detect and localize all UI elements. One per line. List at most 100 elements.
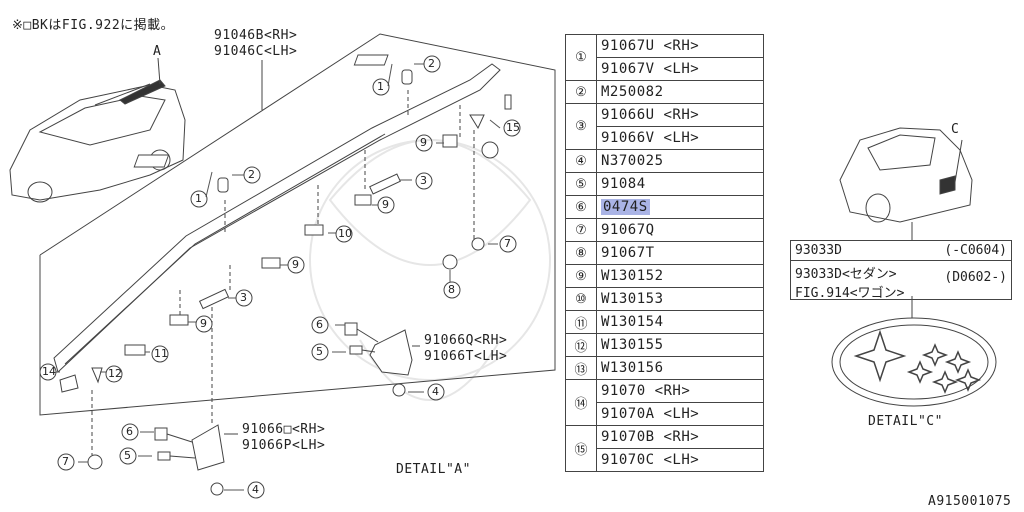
- part-ref-number: ④: [565, 149, 597, 173]
- part-number: W130155: [601, 337, 664, 353]
- bracket-lower-lh: 91066P<LH>: [242, 438, 326, 453]
- part-ref-number: ③: [565, 103, 597, 150]
- part-number-cell: W130153: [596, 287, 764, 311]
- code-row-2: 93033D<セダン> FIG.914<ワゴン> (D0602-): [791, 261, 1011, 301]
- fig-note: ※□BKはFIG.922に掲載。: [12, 18, 175, 33]
- part-number: 91070B <RH>: [601, 429, 700, 445]
- part-ref-number: ⑪: [565, 310, 597, 334]
- callout-a-label: A: [153, 44, 162, 59]
- part-number-cell: W130156: [596, 356, 764, 380]
- car-wagon-icon: [9, 79, 186, 203]
- rail-label-rh: 91046B<RH>: [214, 28, 298, 43]
- part-ref-number: ⑮: [565, 425, 597, 472]
- part-number: 0474S: [601, 199, 650, 215]
- part-number: 91066U <RH>: [601, 107, 700, 123]
- bracket-lower-rh: 91066□<RH>: [242, 422, 326, 437]
- bracket-upper-lh: 91066T<LH>: [424, 349, 508, 364]
- callout-circles: [39, 55, 521, 499]
- bracket-upper-rh: 91066Q<RH>: [424, 333, 508, 348]
- part-ref-number: ⑧: [565, 241, 597, 265]
- part-ref-number: ①: [565, 34, 597, 81]
- part-number: W130154: [601, 314, 664, 330]
- part-number-cell: N370025: [596, 149, 764, 173]
- detail-c-title: DETAIL"C": [868, 414, 943, 429]
- code-row-1-range: (-C0604): [944, 243, 1007, 258]
- car-rear-icon: [839, 127, 973, 223]
- part-ref-number: ⑩: [565, 287, 597, 311]
- detail-a-title: DETAIL"A": [396, 462, 471, 477]
- bracket-lower: [191, 424, 225, 471]
- bracket-upper: [369, 329, 413, 376]
- part-number-cell: W130152: [596, 264, 764, 288]
- part-number-cell: 91070 <RH>: [596, 379, 764, 403]
- part-number: 91070A <LH>: [601, 406, 700, 422]
- part-number-cell: 0474S: [596, 195, 764, 219]
- parts-table-row: 91070C <LH>: [566, 448, 764, 472]
- part-ref-number: ⑦: [565, 218, 597, 242]
- part-number: 91070C <LH>: [601, 452, 700, 468]
- part-ref-number: ⑨: [565, 264, 597, 288]
- part-number-cell: 91067V <LH>: [596, 57, 764, 81]
- roof-rail: [53, 63, 501, 373]
- part-ref-number: ⑭: [565, 379, 597, 426]
- part-number: 91070 <RH>: [601, 383, 691, 399]
- part-ref-number: ⑥: [565, 195, 597, 219]
- part-number-cell: 91066V <LH>: [596, 126, 764, 150]
- part-ref-number: ⑫: [565, 333, 597, 357]
- part-ref-number: ②: [565, 80, 597, 104]
- part-number: 91067Q: [601, 222, 655, 238]
- part-number: W130152: [601, 268, 664, 284]
- part-number-cell: 91070C <LH>: [596, 448, 764, 472]
- part-number: 91067U <RH>: [601, 38, 700, 54]
- part-number-cell: 91067T: [596, 241, 764, 265]
- rail-label-lh: 91046C<LH>: [214, 44, 298, 59]
- parts-table-row: 91067V <LH>: [566, 57, 764, 81]
- part-number: W130153: [601, 291, 664, 307]
- part-number-cell: M250082: [596, 80, 764, 104]
- part-number-cell: 91066U <RH>: [596, 103, 764, 127]
- part-number: N370025: [601, 153, 664, 169]
- part-number: W130156: [601, 360, 664, 376]
- part-number: 91084: [601, 176, 646, 192]
- code-row-3-part: FIG.914<ワゴン>: [795, 286, 905, 301]
- code-row-2-range: (D0602-): [944, 270, 1007, 285]
- figure-id: A915001075: [928, 494, 1012, 509]
- part-number: 91067T: [601, 245, 655, 261]
- part-ref-number: ⑬: [565, 356, 597, 380]
- part-number: M250082: [601, 84, 664, 100]
- parts-table-row: 91070A <LH>: [566, 402, 764, 426]
- part-number-cell: 91070A <LH>: [596, 402, 764, 426]
- parts-table-row: 91066V <LH>: [566, 126, 764, 150]
- detail-c-code-box: 93033D (-C0604) 93033D<セダン> FIG.914<ワゴン>…: [790, 240, 1012, 301]
- part-number-cell: 91084: [596, 172, 764, 196]
- part-number-cell: 91070B <RH>: [596, 425, 764, 449]
- subaru-emblem-icon: [831, 317, 997, 407]
- part-number-cell: W130154: [596, 310, 764, 334]
- callout-c-label: C: [951, 122, 960, 137]
- detail-a-frame: [39, 33, 556, 416]
- part-number-cell: W130155: [596, 333, 764, 357]
- code-row-1: 93033D (-C0604): [791, 241, 1011, 261]
- part-number-cell: 91067Q: [596, 218, 764, 242]
- part-number-cell: 91067U <RH>: [596, 34, 764, 58]
- code-row-2-part: 93033D<セダン>: [795, 267, 897, 282]
- part-number: 91067V <LH>: [601, 61, 700, 77]
- code-row-1-part: 93033D: [795, 243, 842, 258]
